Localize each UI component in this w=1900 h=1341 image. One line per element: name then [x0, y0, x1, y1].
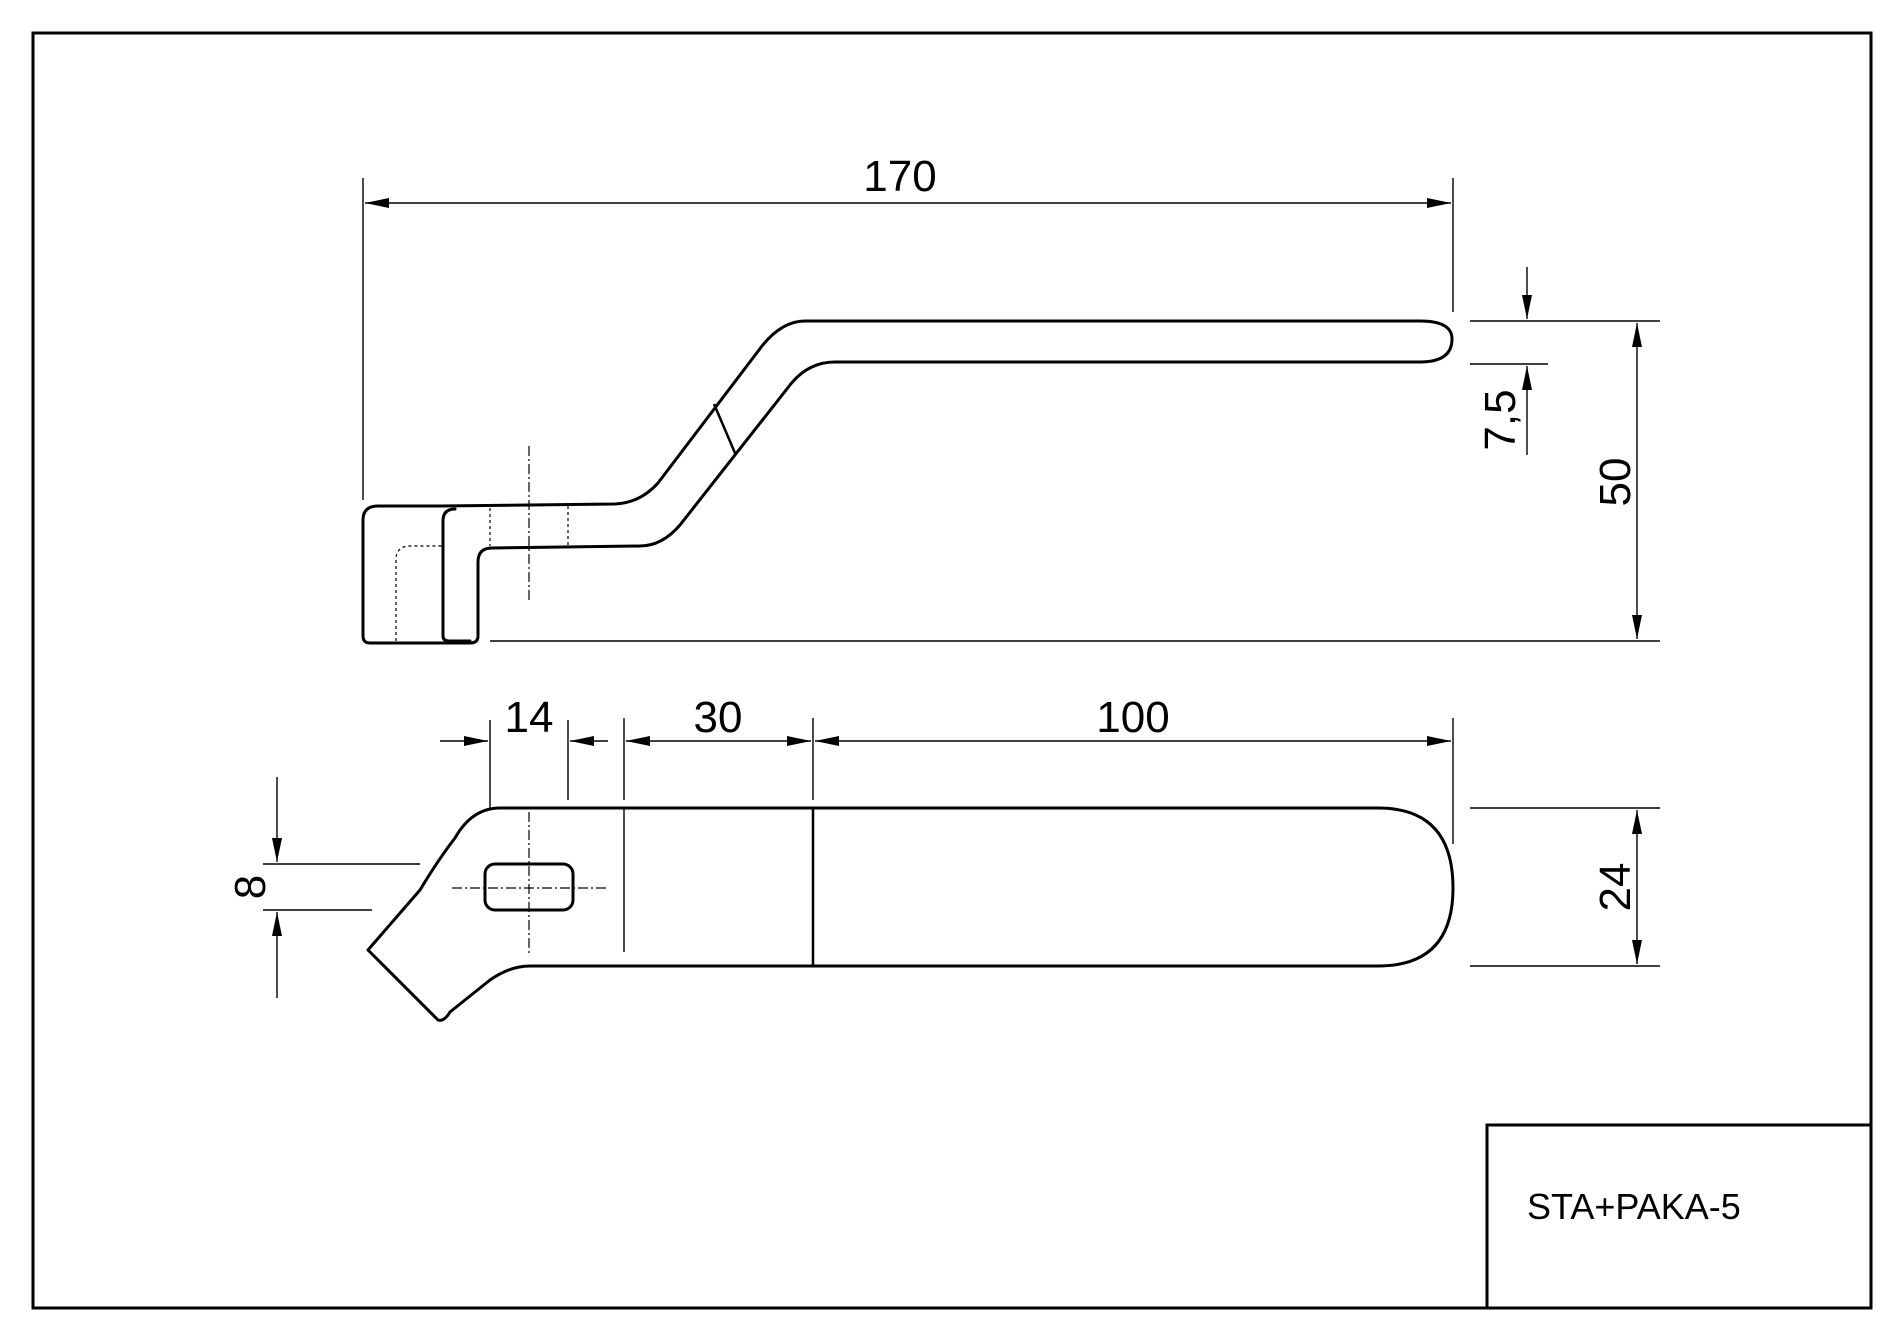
top-view: 14 30 100 8 24 [226, 693, 1660, 1022]
bend-line [712, 403, 737, 454]
title-block: STA+PAKA-5 [1485, 1123, 1873, 1310]
dimension-overall-length: 170 [863, 152, 936, 201]
top-view-outline [366, 806, 1455, 1022]
dimension-neck-length: 30 [694, 693, 743, 742]
side-view: 170 7,5 50 [361, 152, 1660, 645]
drawing-border [31, 31, 1873, 1310]
side-view-inner-step [441, 507, 472, 643]
dimension-handle-length: 100 [1096, 693, 1169, 742]
dimension-height: 50 [1591, 458, 1640, 507]
dimension-slot-width: 8 [226, 875, 275, 899]
side-view-outline [361, 319, 1454, 645]
dimension-slot-length: 14 [505, 693, 554, 742]
hidden-edge [395, 545, 443, 641]
dimension-handle-width: 24 [1591, 863, 1640, 912]
dimension-thickness: 7,5 [1476, 389, 1525, 450]
part-code: STA+PAKA-5 [1527, 1186, 1741, 1227]
